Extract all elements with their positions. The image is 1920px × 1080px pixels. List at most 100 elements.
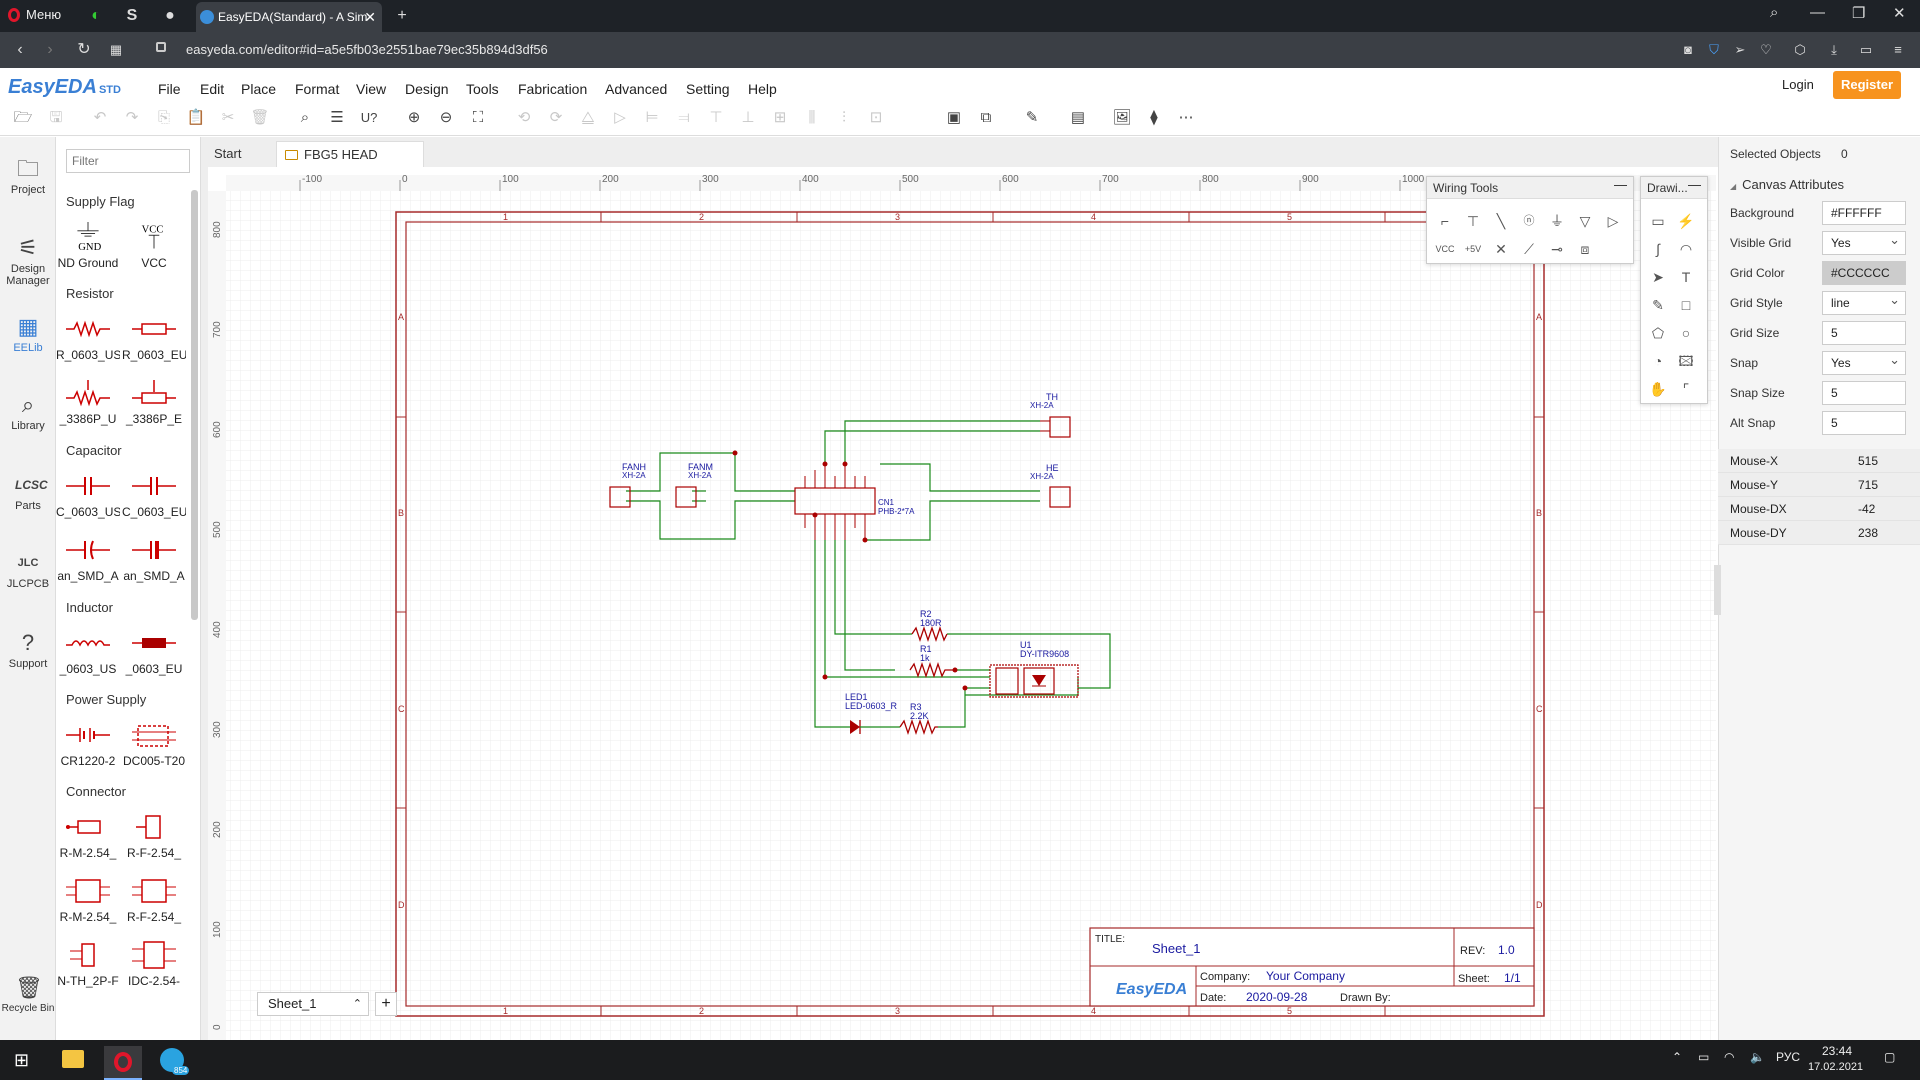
lib-cap-eu[interactable]: C_0603_EU [122, 465, 186, 527]
library-collapse-handle[interactable] [201, 137, 208, 1040]
grid-style-select[interactable]: line [1822, 289, 1906, 315]
library-scrollbar[interactable] [191, 190, 198, 620]
copy-icon[interactable]: ⎘ [157, 109, 170, 126]
find-similar-icon[interactable]: ☰ [330, 109, 344, 126]
rail-library[interactable]: ⌕Library [11, 392, 45, 432]
cube-icon[interactable]: ⬡ [1794, 42, 1806, 57]
collapse-triangle-icon[interactable]: ◢ [1730, 182, 1737, 191]
filter-input[interactable] [66, 149, 190, 173]
distribute-v-icon[interactable]: ⫶ [842, 109, 846, 126]
lib-resistor-eu[interactable]: R_0603_EU [122, 308, 186, 370]
register-button[interactable]: Register [1833, 71, 1901, 99]
image-icon[interactable]: ▭ [1651, 213, 1665, 229]
arrowhead-icon[interactable]: ➤ [1652, 269, 1664, 285]
rail-project[interactable]: 🗀Project [10, 156, 46, 196]
lib-inductor-us[interactable]: _0603_US [56, 622, 120, 684]
grid-size-field[interactable]: 5 [1822, 321, 1906, 345]
component-th[interactable]: TH XH-2A [1030, 392, 1071, 438]
lib-conn-idc[interactable]: IDC-2.54- [122, 934, 186, 996]
wire-icon[interactable]: ⌐ [1440, 213, 1450, 229]
tab-fbg5-head[interactable]: FBG5 HEAD [276, 141, 424, 167]
menu-view[interactable]: View [356, 81, 387, 97]
drawing-minimize-icon[interactable]: — [1688, 177, 1701, 192]
convert-pcb-icon[interactable]: ▣ [946, 109, 962, 126]
drc-icon[interactable]: ✎ [1025, 109, 1039, 126]
reload-icon[interactable]: ↻ [77, 41, 91, 58]
pin-icon[interactable]: ⊸ [1551, 241, 1563, 257]
snap-grid-icon[interactable]: ⊡ [869, 109, 883, 126]
lib-header-f-1[interactable]: R-F-2.54_ [122, 806, 186, 868]
lib-battery[interactable]: CR1220-2 [56, 714, 120, 776]
rotate-left-icon[interactable]: ⟲ [517, 109, 531, 126]
browser-menu-button[interactable]: Меню [8, 7, 61, 22]
freehand-icon[interactable]: ✎ [1652, 297, 1664, 313]
plus5v-flag-icon[interactable]: +5V [1464, 244, 1482, 254]
speed-dial-icon[interactable]: ◐ [91, 7, 101, 24]
align-left-icon[interactable]: ⊨ [645, 109, 659, 126]
tray-chevron-icon[interactable]: ⌃ [1672, 1050, 1683, 1064]
heart-icon[interactable]: ♡ [1760, 42, 1772, 57]
snap-select[interactable]: Yes [1822, 349, 1906, 375]
right-panel-collapse-handle[interactable] [1714, 565, 1721, 615]
lib-resistor-us[interactable]: R_0603_US [56, 308, 120, 370]
menu-format[interactable]: Format [295, 81, 340, 97]
send-icon[interactable]: ➢ [1734, 42, 1746, 57]
bus-icon[interactable]: ⊤ [1466, 213, 1480, 229]
lib-vcc[interactable]: VCC VCC [122, 216, 186, 278]
camera-icon[interactable]: ◙ [1684, 42, 1692, 57]
align-bottom-icon[interactable]: ⊥ [741, 109, 755, 126]
download-icon[interactable]: ⤓ [1831, 42, 1837, 57]
tray-date[interactable]: 17.02.2021 [1808, 1061, 1864, 1073]
align-right-icon[interactable]: ⫤ [678, 109, 690, 126]
add-sheet-button[interactable]: + [375, 992, 397, 1016]
battery-icon[interactable]: ▭ [1859, 42, 1873, 57]
alt-snap-field[interactable]: 5 [1822, 411, 1906, 435]
menu-lines-icon[interactable]: ≡ [1894, 42, 1902, 57]
share-icon[interactable]: ⋯ [1178, 109, 1194, 126]
tab-close-icon[interactable]: ✕ [364, 9, 376, 25]
lib-cap-tan-b[interactable]: an_SMD_A [122, 529, 186, 591]
tray-wifi-icon[interactable]: ◠ [1724, 1050, 1735, 1064]
notification-icon[interactable]: ▢ [1884, 1050, 1896, 1064]
github-icon[interactable]: ● [165, 7, 175, 24]
rail-eelib[interactable]: ▦EELib [13, 314, 43, 354]
url-field[interactable]: easyeda.com/editor#id=a5e5fb03e2551bae79… [186, 42, 548, 57]
tray-time[interactable]: 23:44 [1822, 1044, 1853, 1058]
tray-battery-icon[interactable]: ▭ [1698, 1050, 1710, 1064]
browser-search-icon[interactable]: ⌕ [1770, 4, 1779, 21]
find-icon[interactable]: ⌕ [300, 109, 310, 126]
close-window-icon[interactable]: ✕ [1893, 5, 1906, 22]
paste-icon[interactable]: 📋 [186, 109, 206, 126]
polygon-icon[interactable]: ⬠ [1651, 325, 1665, 341]
flip-v-icon[interactable]: ▷ [614, 109, 626, 126]
delete-icon[interactable]: 🗑 [250, 109, 270, 126]
lib-header-m-1[interactable]: R-M-2.54_ [56, 806, 120, 868]
component-fanm[interactable]: FANM XH-2A [675, 462, 713, 508]
wiring-tools-window[interactable]: Wiring Tools — [1426, 176, 1634, 264]
text-icon[interactable]: T [1681, 269, 1691, 285]
vcc-flag-icon[interactable]: VCC [1435, 244, 1455, 254]
menu-setting[interactable]: Setting [686, 81, 730, 97]
net-label-icon[interactable]: ⓝ [1523, 215, 1535, 227]
open-icon[interactable]: 🗁 [13, 109, 33, 126]
probe-icon[interactable]: ⟋ [1524, 241, 1534, 257]
component-led1[interactable]: LED1 LED-0603_R [845, 692, 900, 734]
distribute-h-icon[interactable]: ⫼ [808, 109, 816, 126]
polyline-icon[interactable]: ⚡ [1677, 213, 1695, 229]
fit-view-icon[interactable]: ⛶ [472, 109, 484, 126]
tabs-grid-icon[interactable]: ▦ [109, 42, 123, 57]
arc-icon[interactable]: ◠ [1679, 241, 1693, 257]
schematic-canvas[interactable]: -100 0 100 200 300 400 500 600 700 800 9… [208, 167, 1718, 1040]
cross-probe-icon[interactable]: U? [360, 110, 378, 125]
component-cn1[interactable]: CN1 PHB-2*7A [794, 464, 915, 540]
login-link[interactable]: Login [1782, 77, 1814, 92]
shield-icon[interactable]: ⛉ [1709, 42, 1719, 57]
layers-icon[interactable]: ⧉ [980, 109, 992, 126]
group-icon[interactable]: ⧈ [1580, 241, 1590, 257]
tab-start[interactable]: Start [214, 146, 242, 161]
bom-icon[interactable]: ▤ [1070, 109, 1086, 126]
restore-icon[interactable]: ❐ [1852, 5, 1866, 22]
wiring-minimize-icon[interactable]: — [1614, 177, 1627, 192]
